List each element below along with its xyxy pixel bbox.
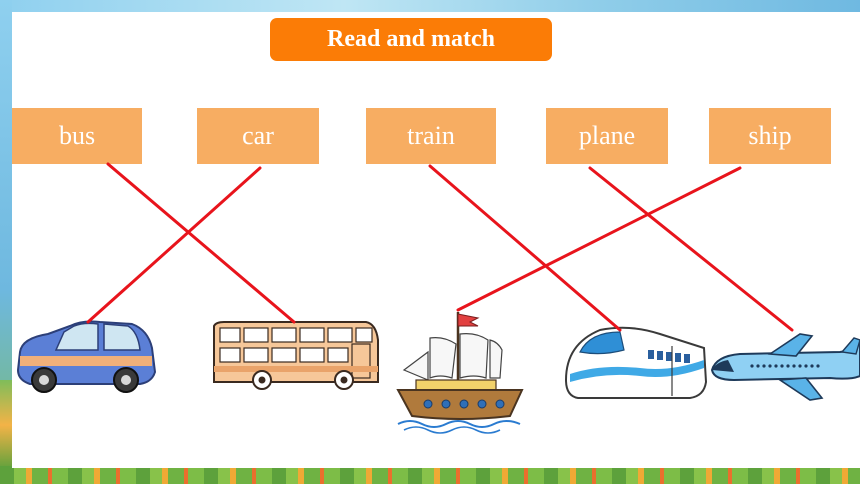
train-picture[interactable] xyxy=(564,326,708,399)
ship-picture[interactable] xyxy=(396,312,524,434)
match-line-car xyxy=(86,166,262,324)
word-card-train[interactable]: train xyxy=(366,108,496,164)
word-card-bus[interactable]: bus xyxy=(12,108,142,164)
match-line-ship xyxy=(456,166,742,312)
match-line-plane xyxy=(588,166,794,332)
match-lines xyxy=(86,162,794,332)
grass-border-left xyxy=(0,380,12,470)
grass-border-bottom xyxy=(0,466,860,484)
match-line-bus xyxy=(106,162,296,324)
plane-picture[interactable] xyxy=(710,333,860,401)
word-card-plane[interactable]: plane xyxy=(546,108,668,164)
sky-border-left xyxy=(0,0,12,484)
word-card-car[interactable]: car xyxy=(197,108,319,164)
car-picture[interactable] xyxy=(16,320,157,393)
word-card-ship[interactable]: ship xyxy=(709,108,831,164)
sky-background xyxy=(0,0,860,14)
title-banner: Read and match xyxy=(270,18,552,61)
bus-picture[interactable] xyxy=(213,321,379,390)
match-line-train xyxy=(428,164,622,332)
